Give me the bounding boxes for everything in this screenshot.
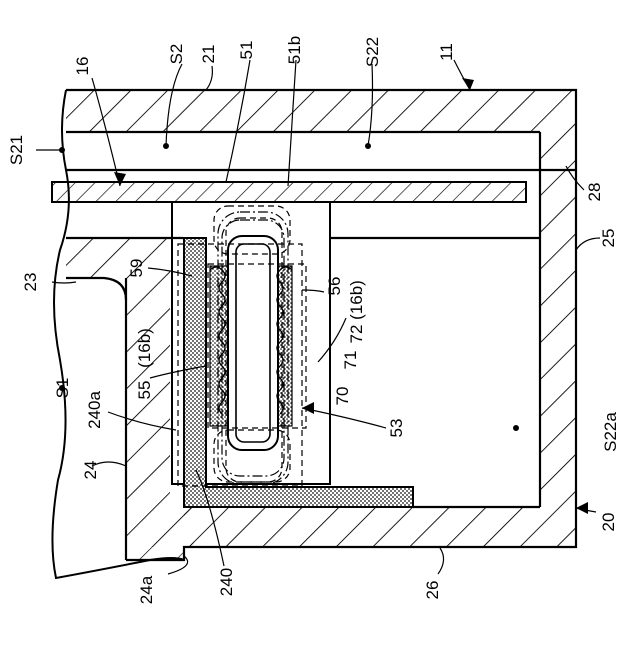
label-70: 70 xyxy=(333,387,352,406)
label-S22: S22 xyxy=(363,37,382,67)
label-59: 59 xyxy=(127,259,146,278)
label-16: 16 xyxy=(73,57,92,76)
label-240a: 240a xyxy=(85,391,104,429)
label-55: 55 xyxy=(135,381,154,400)
label-21: 21 xyxy=(199,45,218,64)
label-71: 71 xyxy=(341,351,360,370)
label-16b-left: (16b) xyxy=(135,328,154,368)
label-25: 25 xyxy=(599,229,618,248)
plate-16 xyxy=(52,182,526,202)
label-23: 23 xyxy=(21,273,40,292)
label-24: 24 xyxy=(81,461,100,480)
dot-S22a xyxy=(513,425,519,431)
label-20: 20 xyxy=(599,513,618,532)
label-72: 72 xyxy=(347,325,366,344)
dot-S2 xyxy=(163,143,169,149)
dot-S21 xyxy=(59,147,65,153)
label-53: 53 xyxy=(387,419,406,438)
label-26: 26 xyxy=(423,581,442,600)
label-S2: S2 xyxy=(167,44,186,65)
label-11: 11 xyxy=(437,43,456,61)
label-51: 51 xyxy=(237,41,256,60)
label-S21: S21 xyxy=(7,135,26,165)
label-24a: 24a xyxy=(137,575,156,604)
label-51b: 51b xyxy=(285,36,304,64)
label-240: 240 xyxy=(217,568,236,596)
label-S22a: S22a xyxy=(601,412,620,452)
dot-S1 xyxy=(59,385,65,391)
label-28: 28 xyxy=(585,183,604,202)
label-16b-right: (16b) xyxy=(347,280,366,320)
dot-S22 xyxy=(365,143,371,149)
label-56: 56 xyxy=(325,277,344,296)
